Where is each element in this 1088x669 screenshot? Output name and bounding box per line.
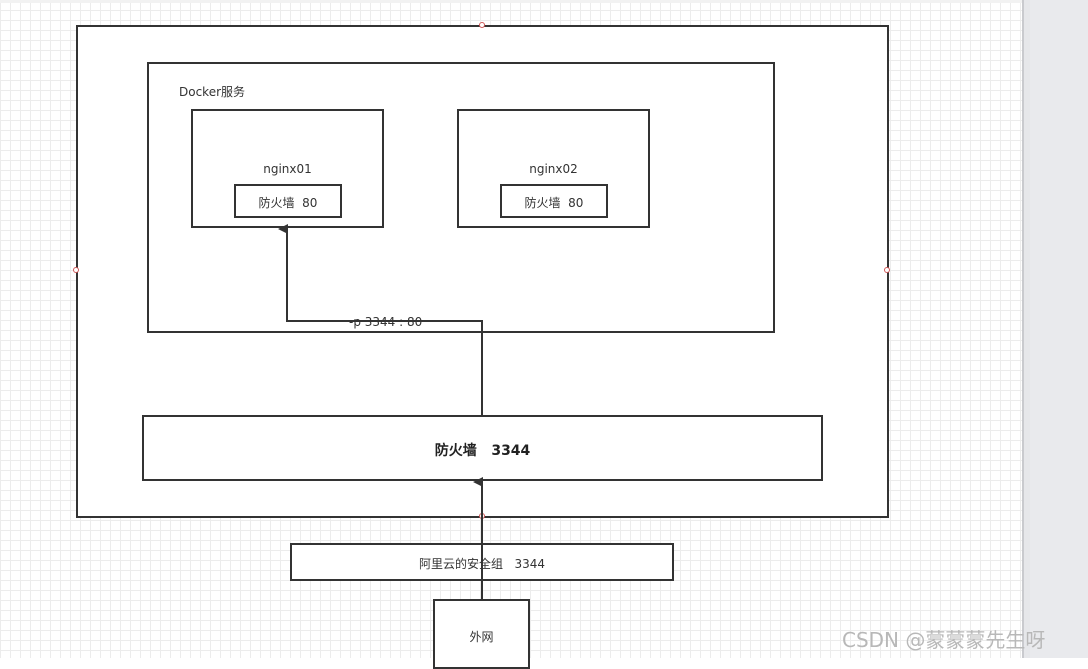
docker-service-label: Docker服务 xyxy=(179,85,246,99)
internet-box[interactable]: 外网 xyxy=(433,599,530,669)
internet-label: 外网 xyxy=(469,630,494,644)
canvas-top-strip xyxy=(0,0,1022,3)
diagram-canvas: Docker服务 nginx01 防火墙 80 nginx02 防火墙 80 防… xyxy=(0,0,1022,669)
nginx02-title: nginx02 xyxy=(529,162,578,176)
selection-handle-left[interactable] xyxy=(73,267,79,273)
nginx02-firewall-box[interactable]: 防火墙 80 xyxy=(500,184,608,218)
right-side-panel-inner xyxy=(1030,0,1088,658)
csdn-watermark: CSDN @蒙蒙蒙先生呀 xyxy=(842,628,1046,652)
nginx02-firewall-label: 防火墙 80 xyxy=(524,196,584,210)
nginx01-firewall-box[interactable]: 防火墙 80 xyxy=(234,184,342,218)
right-side-panel xyxy=(1022,0,1088,658)
selection-handle-bottom[interactable] xyxy=(479,513,485,519)
host-firewall-label: 防火墙 3344 xyxy=(434,443,531,459)
nginx01-firewall-label: 防火墙 80 xyxy=(258,196,318,210)
selection-handle-right[interactable] xyxy=(884,267,890,273)
host-firewall-box[interactable]: 防火墙 3344 xyxy=(142,415,823,481)
selection-handle-top[interactable] xyxy=(479,22,485,28)
aliyun-security-group-box[interactable]: 阿里云的安全组 3344 xyxy=(290,543,674,581)
nginx01-title: nginx01 xyxy=(263,162,312,176)
aliyun-security-group-label: 阿里云的安全组 3344 xyxy=(419,557,545,571)
port-mapping-label: -p 3344 : 80 xyxy=(348,315,424,329)
